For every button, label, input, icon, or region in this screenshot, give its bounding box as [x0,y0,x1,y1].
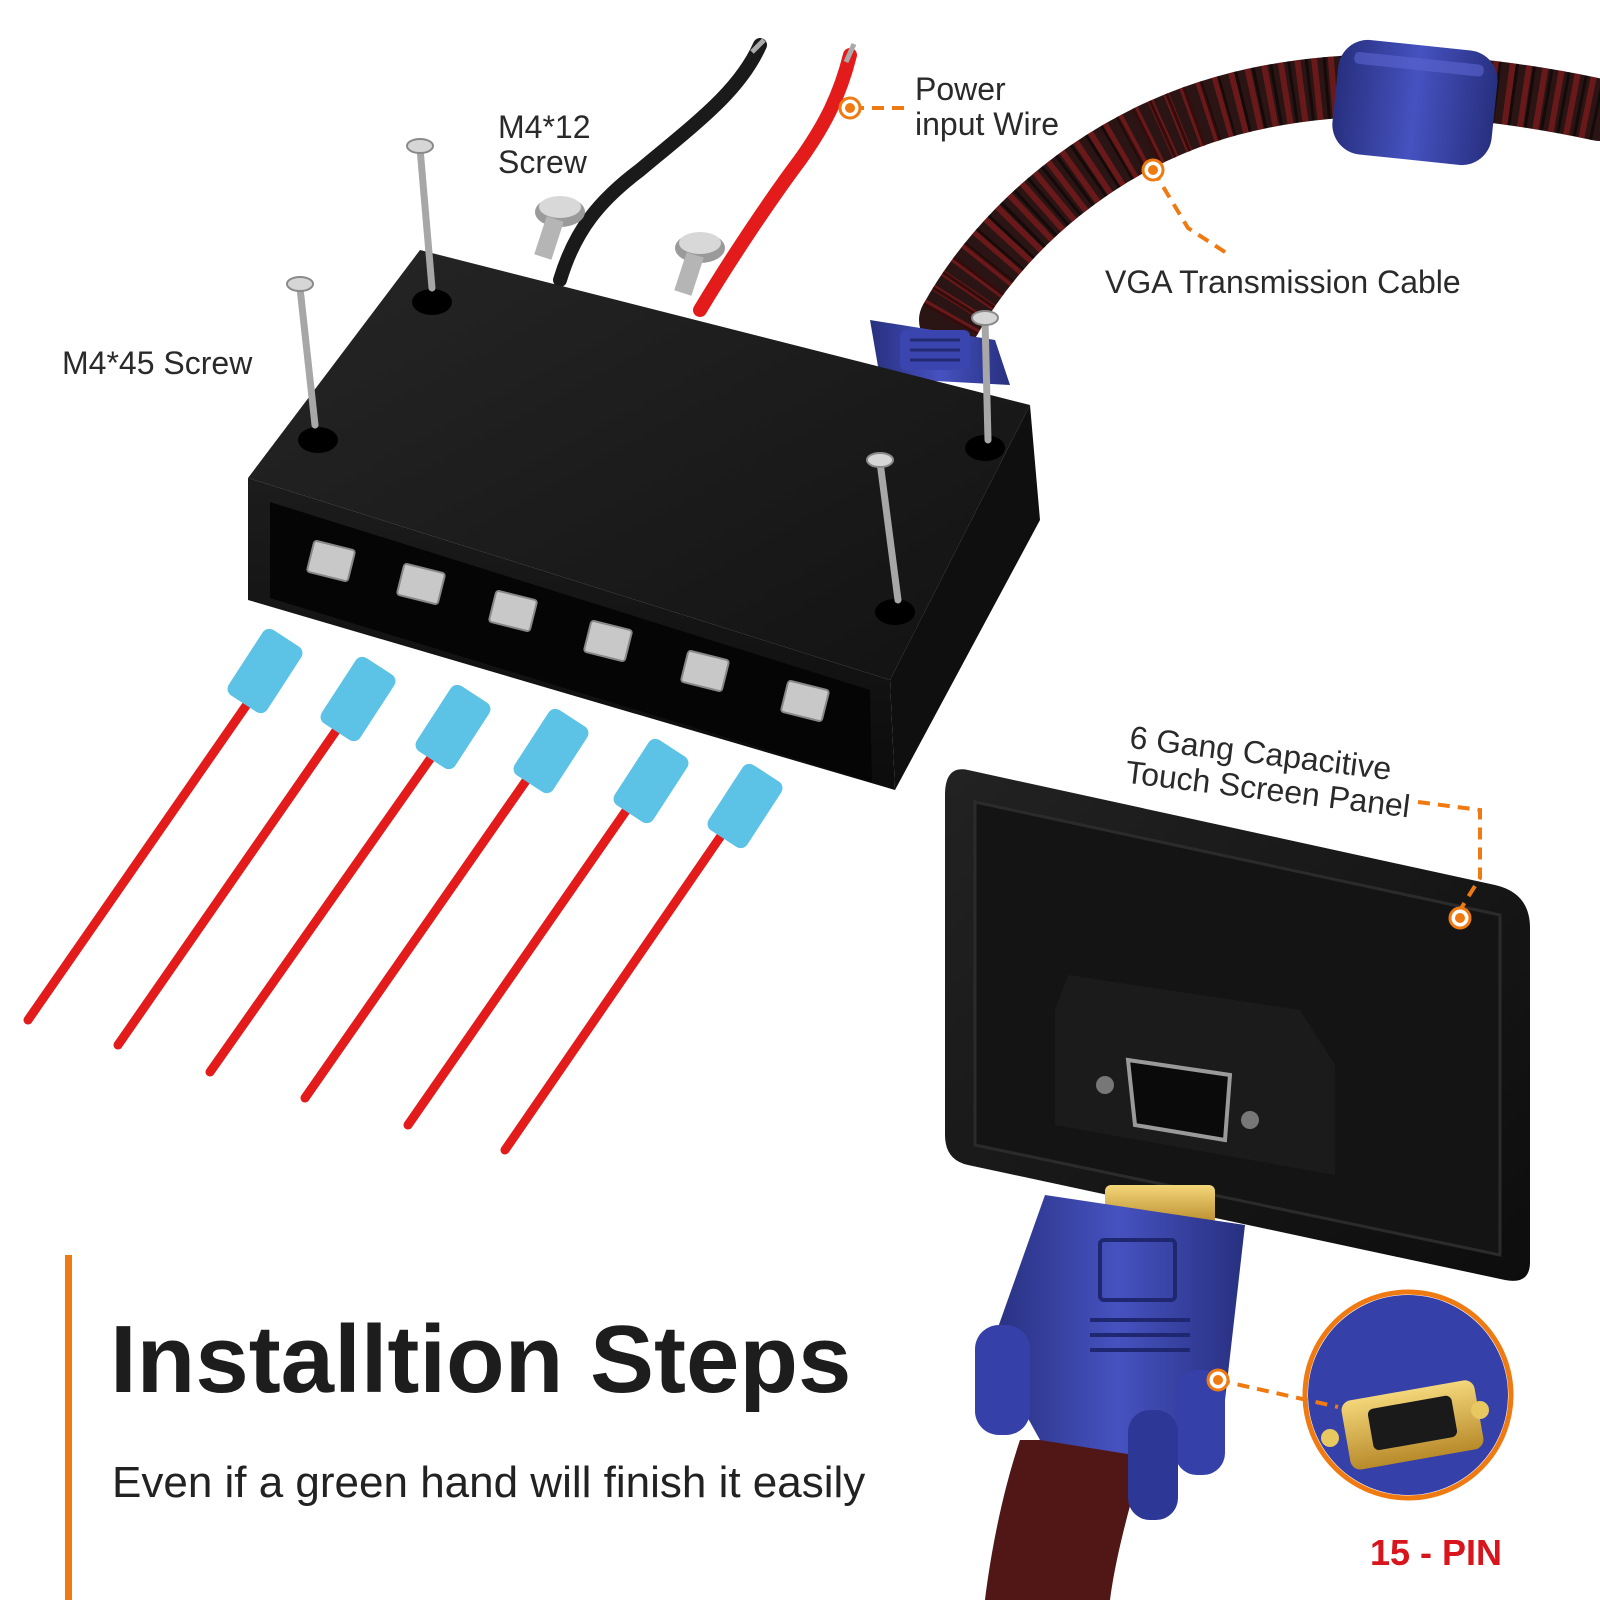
panel-vga-port [1055,975,1335,1175]
power-wires [553,38,857,317]
output-wires [23,628,783,1155]
screw-icon-m412-right [674,232,725,296]
terminal-connector-icon [707,763,783,849]
wire-1 [23,628,303,1025]
pin-inset [1302,1289,1514,1501]
ferrite-core [1332,39,1498,166]
power-wire-label: Power input Wire [915,72,1059,142]
wire-6 [500,763,783,1155]
pin-count-label: 15 - PIN [1370,1532,1503,1573]
screw-icon-m445 [296,144,992,604]
m412-screw-label-line2: Screw [498,144,587,180]
page-title: Installtion Steps [110,1306,852,1413]
terminal-connector-icon [415,684,491,770]
m412-screw-label-line1: M4*12 [498,109,591,145]
spade-terminals [306,540,830,722]
terminal-connector-icon [613,738,689,824]
wire-2 [113,656,396,1050]
touch-panel [945,769,1530,1281]
m445-screw-label: M4*45 Screw [62,345,253,381]
vga-cable-label: VGA Transmission Cable [1105,264,1461,300]
accent-bar [65,1255,72,1600]
callout-dot-icon [838,96,1472,1392]
terminal-connector-icon [227,628,303,714]
page-subtitle: Even if a green hand will finish it easi… [112,1458,866,1507]
vga-plug-icon-panel [975,1185,1245,1600]
wire-4 [300,708,589,1103]
m412-screw-label: M4*12 Screw [498,110,591,180]
screw-icon-m412-left [534,196,585,260]
terminal-connector-icon [320,656,396,742]
callouts [852,106,1482,1409]
vga-plug-icon-box [870,320,1010,385]
terminal-connector-icon [513,708,589,794]
wire-5 [403,738,689,1130]
power-wire-label-line2: input Wire [915,106,1060,142]
power-wire-label-line1: Power [915,71,1006,107]
screw-heads [286,138,999,468]
wire-3 [205,684,491,1077]
